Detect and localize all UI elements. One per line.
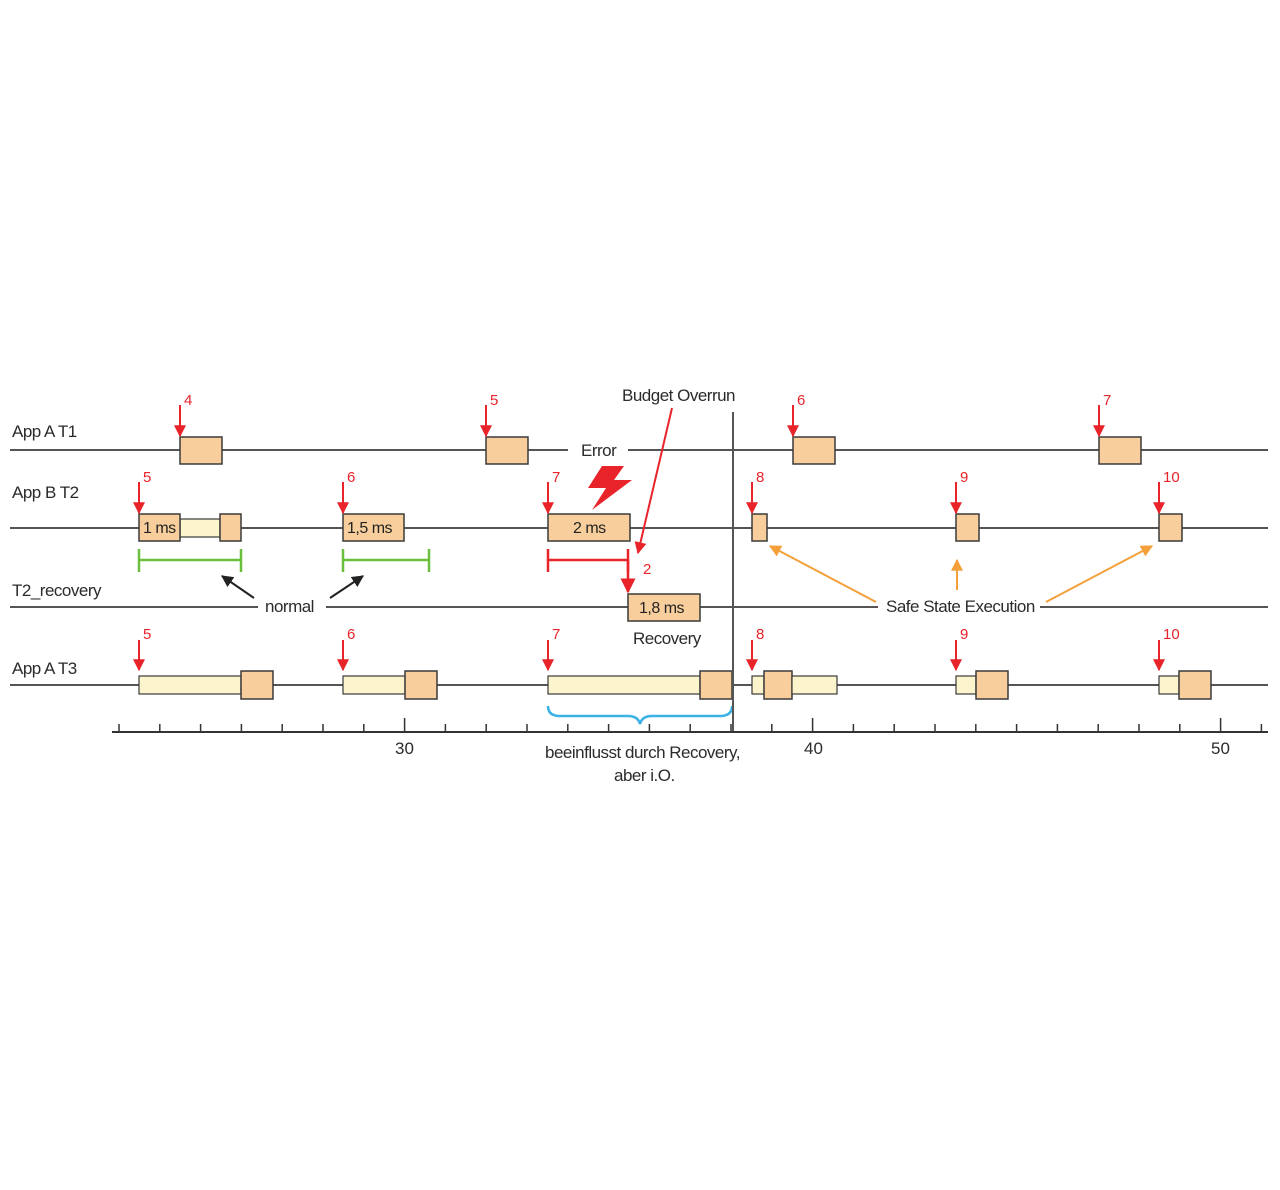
safe-state-label: Safe State Execution <box>886 597 1035 616</box>
task-box <box>792 436 836 465</box>
task-box-recovery <box>627 593 701 622</box>
task-box <box>138 513 181 542</box>
wait-bar <box>1158 675 1180 695</box>
task-duration-label: 1 ms <box>143 520 176 537</box>
lane-label-t3: App A T3 <box>12 659 77 678</box>
axis-label-50: 50 <box>1211 739 1230 758</box>
budget-bracket-normal <box>341 549 431 572</box>
influenced-label-line2: aber i.O. <box>614 766 675 785</box>
budget-bracket-normal <box>137 549 243 572</box>
wait-bar <box>955 675 977 695</box>
lane-t1: 4 5 6 7 <box>174 392 1142 465</box>
normal-arrow-right <box>329 575 364 599</box>
axis-label-40: 40 <box>804 739 823 758</box>
activation-number: 10 <box>1163 469 1180 486</box>
wait-bar <box>547 675 701 695</box>
task-box <box>975 670 1009 700</box>
activation-number: 9 <box>960 626 968 643</box>
task-box <box>219 513 242 542</box>
task-box <box>763 670 793 700</box>
activation-number: 5 <box>143 469 151 486</box>
task-box <box>955 513 980 542</box>
error-label: Error <box>581 441 617 460</box>
task-box <box>179 436 223 465</box>
influence-brace <box>546 705 734 725</box>
task-box <box>1158 513 1183 542</box>
task-box <box>240 670 274 700</box>
wait-bar <box>751 675 765 695</box>
activation-number: 6 <box>347 469 355 486</box>
task-box <box>485 436 529 465</box>
task-duration-label: 1,8 ms <box>639 600 685 617</box>
activation-number: 7 <box>552 626 560 643</box>
safe-state-arrow-right <box>1045 545 1154 603</box>
wait-bar <box>138 675 242 695</box>
recovery-label: Recovery <box>633 629 702 648</box>
task-box <box>547 513 631 542</box>
budget-bracket-overrun <box>546 549 630 572</box>
task-box <box>1178 670 1212 700</box>
time-axis: 30 40 50 <box>112 718 1268 758</box>
activation-number: 8 <box>756 469 764 486</box>
lane-label-t2: App B T2 <box>12 483 79 502</box>
activation-number: 9 <box>960 469 968 486</box>
activation-number: 7 <box>1103 392 1111 409</box>
activation-number: 8 <box>756 626 764 643</box>
lane-lines <box>10 449 1268 686</box>
activation-number: 5 <box>143 626 151 643</box>
axis-ticks <box>118 718 1263 732</box>
lane-t2: 1 ms 1,5 ms 2 ms 5 6 7 8 9 10 <box>133 469 1183 572</box>
task-duration-label: 2 ms <box>573 520 606 537</box>
task-box <box>699 670 733 700</box>
activation-number: 6 <box>797 392 805 409</box>
wait-bar <box>342 675 406 695</box>
task-box <box>342 513 405 542</box>
wait-bar <box>791 675 838 695</box>
activation-number: 5 <box>490 392 498 409</box>
budget-overrun-label: Budget Overrun <box>622 386 735 405</box>
normal-label: normal <box>265 597 314 616</box>
activation-number: 2 <box>643 561 651 578</box>
safe-state-arrow-left <box>768 545 877 603</box>
task-box <box>404 670 438 700</box>
activation-number: 6 <box>347 626 355 643</box>
activation-number: 7 <box>552 469 560 486</box>
task-box <box>1098 436 1142 465</box>
task-box <box>751 513 768 542</box>
lane-label-recovery: T2_recovery <box>12 581 102 600</box>
lane-label-t1: App A T1 <box>12 422 77 441</box>
axis-label-30: 30 <box>395 739 414 758</box>
normal-arrow-left <box>221 575 255 599</box>
wait-bar <box>179 518 221 538</box>
activation-number: 10 <box>1163 626 1180 643</box>
lane-t3: 5 6 7 8 9 10 <box>133 626 1212 725</box>
task-duration-label: 1,5 ms <box>347 520 393 537</box>
activation-number: 4 <box>184 392 192 409</box>
lightning-icon <box>588 466 632 510</box>
influenced-label-line1: beeinflusst durch Recovery, <box>545 743 740 762</box>
lane-recovery: 1,8 ms 2 Recovery <box>620 560 702 648</box>
budget-overrun-arrow <box>634 407 673 555</box>
